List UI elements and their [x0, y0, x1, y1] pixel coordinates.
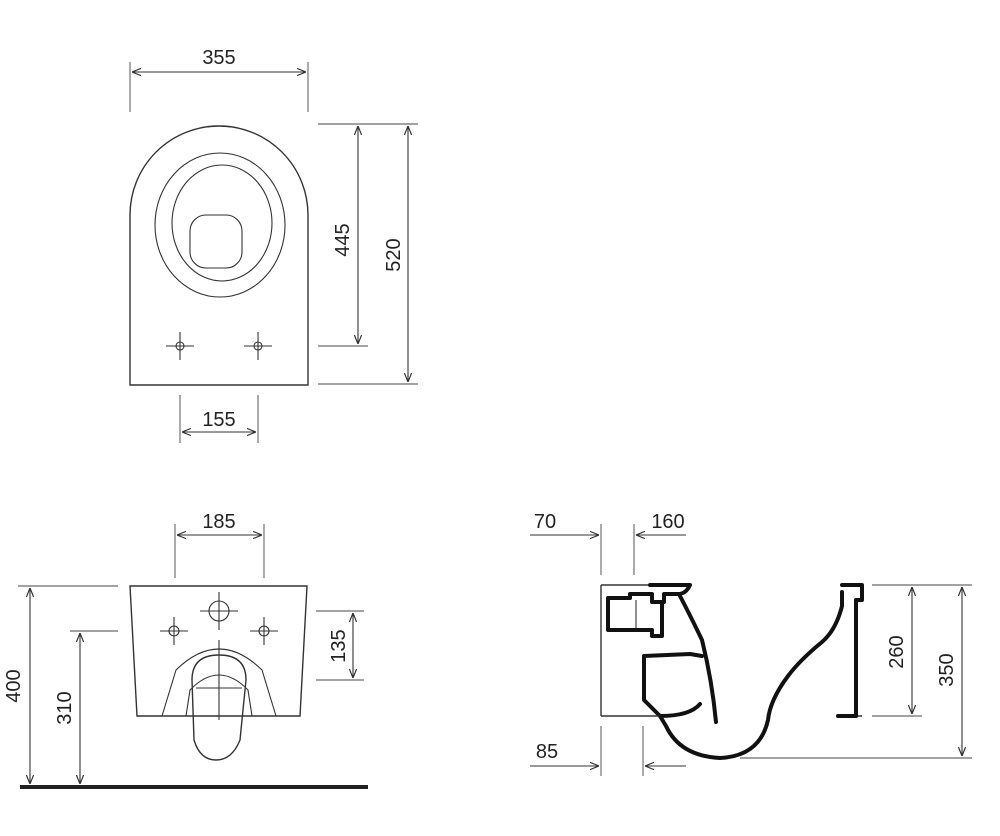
front-outlet [191, 654, 247, 761]
outlet-pipe [642, 652, 704, 718]
dim-side-350: 350 [936, 653, 958, 686]
side-view: 70 160 85 260 350 [530, 511, 972, 776]
dim-front-width: 185 [202, 511, 235, 533]
front-fixing-hole-right [250, 617, 278, 645]
front-view: 185 400 310 135 [3, 511, 368, 789]
dim-side-85: 85 [536, 741, 558, 763]
dim-side-260: 260 [886, 635, 908, 668]
dim-hole-height: 135 [328, 629, 350, 662]
dim-total-length: 520 [383, 238, 405, 271]
dim-side-70: 70 [534, 511, 556, 533]
fixing-hole-right [244, 332, 272, 360]
seat-rim [154, 152, 286, 298]
inlet-connector [606, 592, 664, 638]
drain-outlet [189, 214, 243, 269]
bowl-outline-front [129, 585, 308, 717]
bowl-inner-profile [678, 594, 718, 724]
seat-inner [171, 164, 273, 282]
dim-hole-spacing: 155 [202, 409, 235, 431]
bowl-front-profile [836, 583, 864, 718]
top-view: 355 445 520 155 [129, 47, 418, 443]
bowl-outline-top [129, 125, 309, 386]
front-fixing-hole-left [160, 617, 188, 645]
dim-height: 400 [3, 669, 25, 702]
dim-width: 355 [202, 47, 235, 69]
dim-fixing-height: 310 [54, 691, 76, 724]
dim-inner-length: 445 [332, 223, 354, 256]
dim-side-160: 160 [651, 511, 684, 533]
fixing-hole-left [166, 332, 194, 360]
inlet-hole [200, 592, 238, 630]
